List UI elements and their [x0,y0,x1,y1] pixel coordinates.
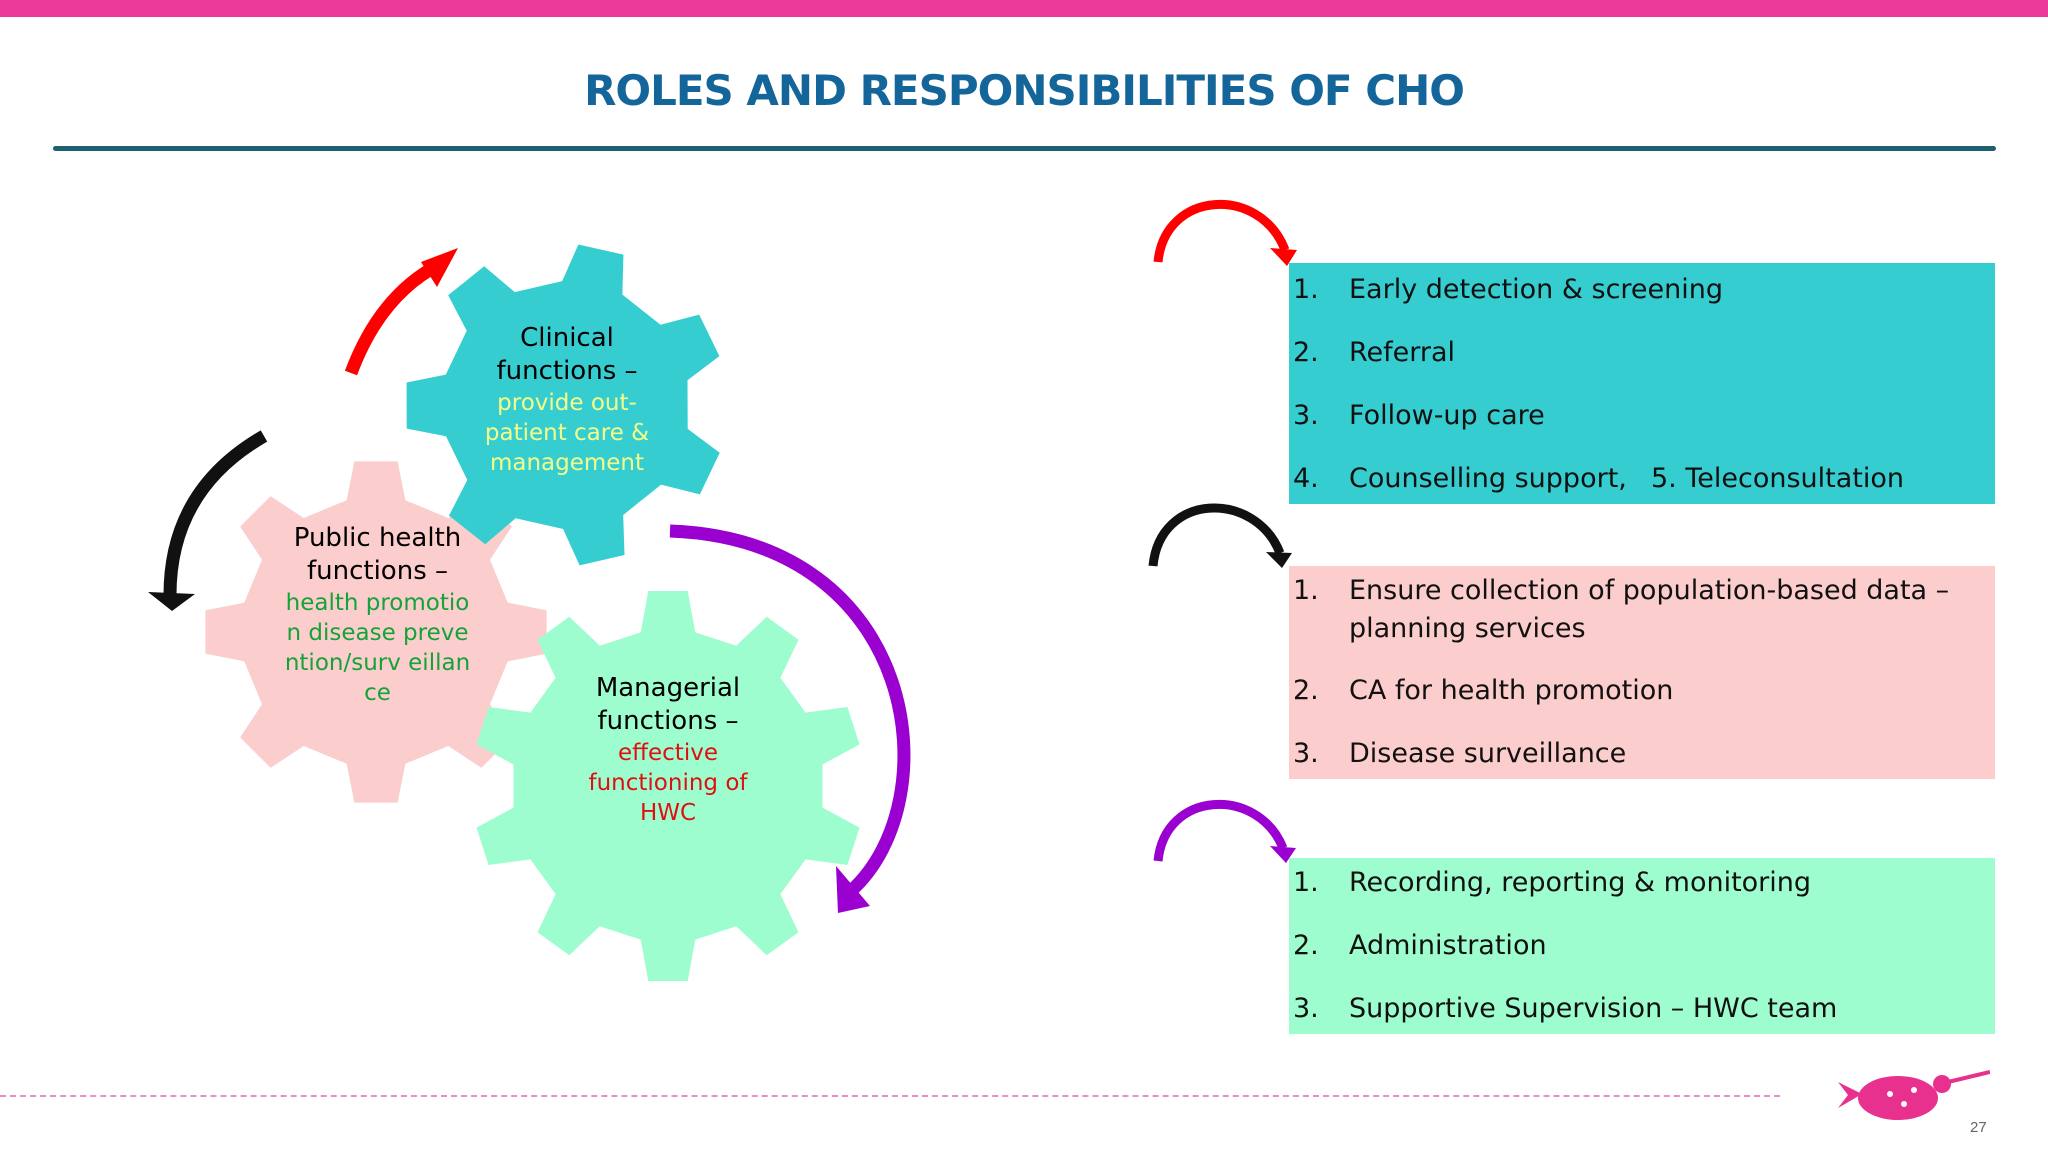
item-text: Follow-up care [1349,400,1545,431]
item-number: 3. [1293,993,1319,1024]
item-text: Referral [1349,337,1456,368]
page-number: 27 [1970,1119,1987,1136]
footer-dashed-rule [0,1095,1780,1097]
managerial-gear-detail: effective functioning of HWC [588,740,748,826]
item-text: Early detection & screening [1349,274,1724,305]
managerial-gear [476,591,860,981]
clinical-gear-label: Clinical functions – provide out-patient… [458,322,676,478]
public-health-curl-arrow [1148,503,1292,568]
item-number: 1. [1293,575,1319,606]
item-text: Recording, reporting & monitoring [1349,867,1812,898]
clinical-gear-heading: Clinical functions – [496,323,638,386]
public-health-gear-label: Public health functions – health promoti… [270,522,485,708]
item-number: 2. [1293,930,1319,961]
item-text: CA for health promotion [1349,675,1674,706]
item-text: Ensure collection of population-based da… [1349,575,1950,644]
clinical-duties-panel: 1. Early detection & screening 2. Referr… [1289,263,1995,504]
item-text: Administration [1349,930,1547,961]
clinical-curl-arrow [1153,200,1297,266]
item-text: Counselling support, [1349,463,1627,494]
clinical-gear [406,244,720,566]
top-accent-bar [0,0,2048,17]
item-number: 1. [1293,274,1319,305]
item-extra-text: 5. Teleconsultation [1651,463,1904,494]
title-underline [53,146,1996,151]
item-number: 2. [1293,675,1319,706]
managerial-curl-arrow [1153,800,1296,863]
managerial-duties-panel: 1. Recording, reporting & monitoring 2. … [1289,858,1995,1034]
page-title: ROLES AND RESPONSIBILITIES OF CHO [584,66,1465,115]
item-number: 1. [1293,867,1319,898]
managerial-gear-heading: Managerial functions – [595,673,741,736]
item-text: Supportive Supervision – HWC team [1349,993,1838,1024]
item-number: 3. [1293,400,1319,431]
public-health-gear [205,461,547,803]
item-number: 2. [1293,337,1319,368]
public-health-gear-heading: Public health functions – [293,523,462,586]
item-text: Disease surveillance [1349,738,1627,769]
clinical-cycle-arrow [344,248,458,376]
list-item: 1. Ensure collection of population-based… [1289,572,1985,652]
public-health-gear-detail: health promotion disease prevention/surv… [284,590,471,706]
public-health-duties-panel: 1. Ensure collection of population-based… [1289,566,1995,779]
item-number: 4. [1293,463,1319,494]
managerial-gear-label: Managerial functions – effective functio… [565,672,771,828]
bird-logo-icon [1838,1070,1990,1120]
item-number: 3. [1293,738,1319,769]
clinical-gear-detail: provide out-patient care & management [484,390,650,476]
public-health-cycle-arrow [148,430,268,611]
managerial-cycle-arrow [669,524,911,913]
